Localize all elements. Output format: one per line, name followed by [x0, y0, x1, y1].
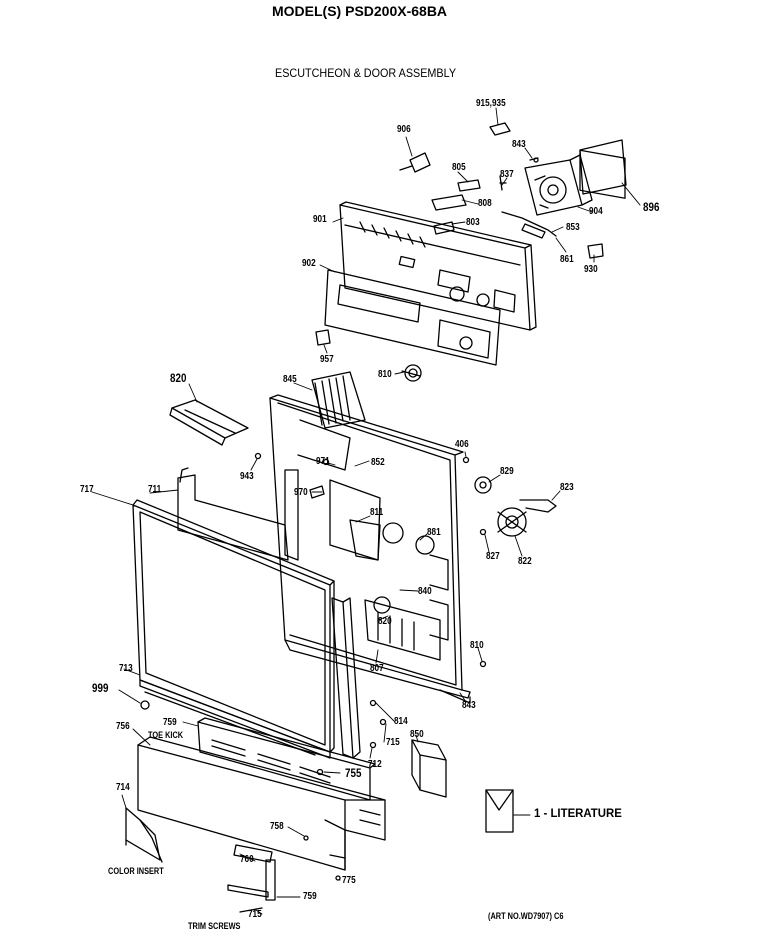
toe-kick-759	[197, 717, 376, 801]
part-label-713: 713	[119, 663, 133, 674]
side-channel	[331, 597, 361, 759]
color-insert-label: COLOR INSERT	[108, 866, 164, 876]
timer-assembly	[524, 154, 593, 216]
part-label-861: 861	[560, 254, 574, 265]
model-title: MODEL(S) PSD200X-68BA	[272, 3, 448, 19]
wiring-sheet-896	[579, 139, 627, 199]
bottom-strip-713	[139, 679, 331, 759]
small-parts-top	[399, 122, 604, 259]
bottom-small-parts	[227, 835, 341, 913]
part-label-901: 901	[313, 214, 327, 225]
part-label-853: 853	[566, 222, 580, 233]
trim-screws-label: TRIM SCREWS	[188, 921, 241, 931]
part-label-717: 717	[80, 484, 94, 495]
door-handle-820	[169, 399, 249, 446]
strip-line	[144, 691, 316, 756]
part-label-715: 715	[386, 737, 400, 748]
leader-lines	[91, 107, 641, 915]
part-label-881: 881	[427, 527, 441, 538]
part-label-406: 406	[455, 439, 469, 450]
clip-760	[233, 844, 273, 863]
part-label-971: 971	[316, 456, 330, 467]
part-label-811: 811	[370, 507, 384, 518]
parts-right	[462, 456, 557, 668]
part-label-943: 943	[240, 471, 254, 482]
knob-810	[401, 364, 422, 382]
outer-door-panel	[132, 499, 335, 753]
part-label-915-935: 915,935	[476, 98, 506, 109]
part-label-756: 756	[116, 721, 130, 732]
part-label-930: 930	[584, 264, 598, 275]
literature-label: 1 - LITERATURE	[534, 806, 622, 820]
part-label-814: 814	[394, 716, 408, 727]
part-label-711: 711	[148, 484, 162, 495]
part-label-852: 852	[371, 457, 385, 468]
part-label-829: 829	[500, 466, 514, 477]
part-label-805: 805	[452, 162, 466, 173]
part-label-906: 906	[397, 124, 411, 135]
color-insert-714	[125, 807, 163, 863]
part-label-843: 843	[512, 139, 526, 150]
art-number: (ART NO.WD7907) C6	[488, 911, 564, 921]
part-label-820b: 820	[378, 616, 392, 627]
part-label-840: 840	[418, 586, 432, 597]
part-label-999: 999	[92, 681, 109, 695]
part-label-759b: 759	[303, 891, 317, 902]
bracket-850	[411, 739, 447, 798]
bottom-panel-756	[137, 736, 386, 871]
part-label-822: 822	[518, 556, 532, 567]
part-label-970: 970	[294, 487, 308, 498]
diagram-subtitle: ESCUTCHEON & DOOR ASSEMBLY	[275, 66, 457, 80]
clip-957	[315, 329, 331, 346]
part-label-810b: 810	[470, 640, 484, 651]
part-label-714: 714	[116, 782, 130, 793]
literature-envelope	[485, 789, 514, 833]
escutcheon-trim-902	[324, 269, 501, 366]
parts-left	[254, 452, 330, 499]
part-label-715b: 715	[248, 909, 262, 920]
toe-kick-label: TOE KICK	[148, 730, 184, 740]
part-label-755: 755	[345, 766, 362, 780]
part-label-904: 904	[589, 206, 603, 217]
part-label-807: 807	[370, 663, 384, 674]
part-label-827: 827	[486, 551, 500, 562]
part-label-759: 759	[163, 717, 177, 728]
part-label-760: 760	[240, 854, 254, 865]
part-label-712: 712	[368, 759, 382, 770]
part-label-803: 803	[466, 217, 480, 228]
part-label-843b: 843	[462, 700, 476, 711]
part-label-850: 850	[410, 729, 424, 740]
part-label-775: 775	[342, 875, 356, 886]
inner-door-frame	[269, 371, 471, 704]
part-label-896: 896	[643, 200, 660, 214]
part-label-810: 810	[378, 369, 392, 380]
door-liner-711	[177, 467, 289, 561]
part-label-758: 758	[270, 821, 284, 832]
part-label-823: 823	[560, 482, 574, 493]
part-label-837: 837	[500, 169, 514, 180]
part-label-808: 808	[478, 198, 492, 209]
plug-999	[140, 700, 150, 710]
part-label-957: 957	[320, 354, 334, 365]
part-label-845: 845	[283, 374, 297, 385]
part-label-902: 902	[302, 258, 316, 269]
part-label-820: 820	[170, 371, 187, 385]
